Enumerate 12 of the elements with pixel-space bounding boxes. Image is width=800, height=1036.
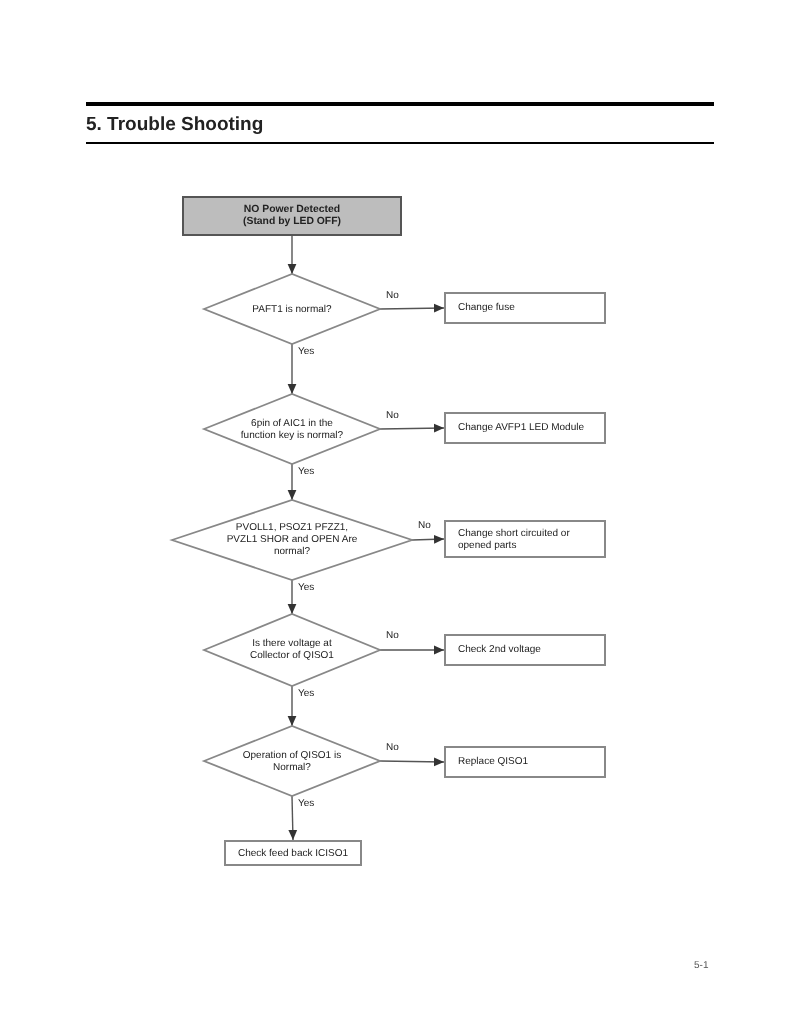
arrow (287, 343, 297, 395)
arrow (287, 579, 297, 615)
arrow (287, 685, 297, 727)
arrow (411, 534, 445, 544)
arrow (379, 757, 445, 767)
arrow (287, 463, 297, 501)
arrow (379, 645, 445, 655)
arrow (287, 235, 297, 275)
arrow (288, 795, 298, 841)
arrow (379, 303, 445, 313)
section-title: 5. Trouble Shooting (86, 114, 264, 136)
arrow (379, 423, 445, 433)
